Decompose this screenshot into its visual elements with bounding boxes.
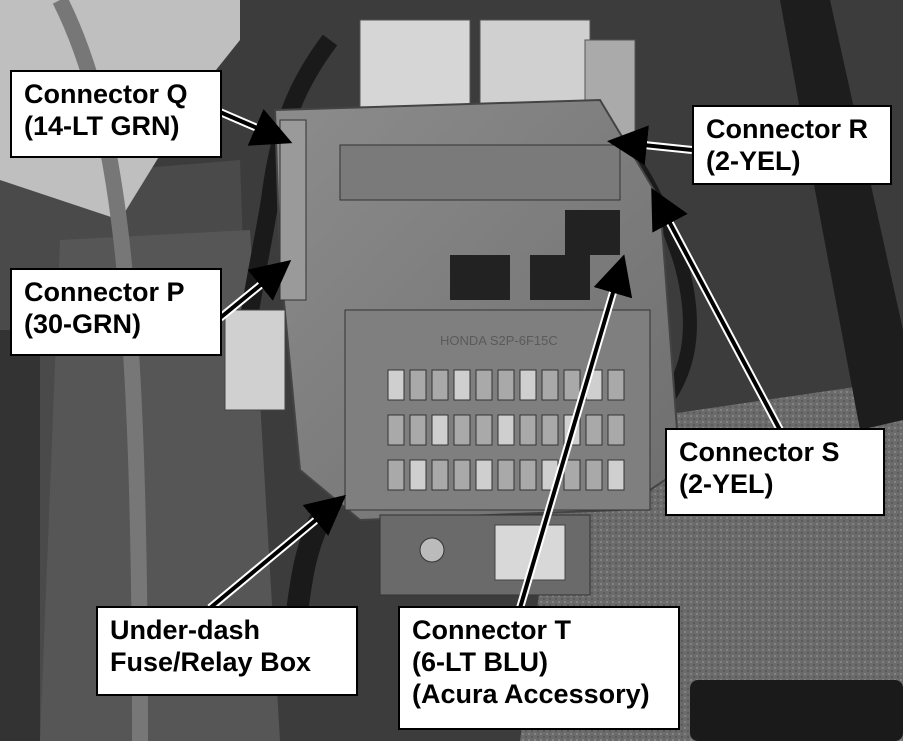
fuse (519, 369, 537, 401)
fuse (497, 459, 515, 491)
callout-connector-q: Connector Q (14-LT GRN) (10, 70, 222, 158)
fuse (409, 459, 427, 491)
callout-connector-s: Connector S (2-YEL) (665, 428, 885, 516)
fuse (431, 369, 449, 401)
fuse (497, 369, 515, 401)
fuse (387, 369, 405, 401)
callout-arrows (207, 108, 784, 612)
fuse (387, 414, 405, 446)
relay-row (339, 144, 621, 201)
floor-bolt (0, 330, 40, 741)
fuse (541, 369, 559, 401)
fuse (453, 459, 471, 491)
callout-connector-t-title: Connector T (412, 615, 571, 645)
callout-connector-t-note: (Acura Accessory) (412, 679, 650, 709)
fuse (497, 414, 515, 446)
box-molding-text: HONDA S2P-6F15C (440, 333, 558, 348)
fuse (585, 459, 603, 491)
fuse (563, 459, 581, 491)
callout-fuse-box-line1: Under-dash (110, 615, 261, 645)
callout-connector-s-spec: (2-YEL) (679, 469, 774, 499)
callout-connector-t-spec: (6-LT BLU) (412, 647, 548, 677)
fuse (541, 414, 559, 446)
callout-connector-q-spec: (14-LT GRN) (24, 111, 180, 141)
fuse-grid (387, 369, 625, 491)
callout-fuse-box-line2: Fuse/Relay Box (110, 647, 312, 677)
pedal-pad (690, 680, 903, 741)
callout-connector-p: Connector P (30-GRN) (10, 268, 222, 356)
callout-connector-p-spec: (30-GRN) (24, 309, 142, 339)
callout-connector-r: Connector R (2-YEL) (692, 105, 892, 185)
fuse (607, 414, 625, 446)
relay-3 (565, 210, 620, 255)
callout-connector-t: Connector T (6-LT BLU) (Acura Accessory) (398, 606, 680, 730)
callout-connector-r-title: Connector R (706, 114, 868, 144)
callout-connector-r-spec: (2-YEL) (706, 146, 801, 176)
fuse (519, 459, 537, 491)
callout-connector-p-title: Connector P (24, 277, 185, 307)
mount-bolt (419, 537, 445, 563)
relay-2 (530, 255, 590, 300)
fuse (431, 459, 449, 491)
callout-fuse-relay-box: Under-dash Fuse/Relay Box (96, 606, 358, 696)
fuse (409, 414, 427, 446)
callout-connector-q-title: Connector Q (24, 79, 188, 109)
fuse (585, 414, 603, 446)
fuse (563, 369, 581, 401)
fuse (453, 369, 471, 401)
callout-connector-s-title: Connector S (679, 437, 840, 467)
relay-1 (450, 255, 510, 300)
tubing-left (52, 0, 148, 741)
fuse (387, 459, 405, 491)
fuse (475, 369, 493, 401)
fuse (475, 459, 493, 491)
fuse (453, 414, 471, 446)
fuse (431, 414, 449, 446)
fuse (475, 414, 493, 446)
fuse (519, 414, 537, 446)
connector-p-plug-white (224, 309, 286, 411)
fuse (607, 369, 625, 401)
fuse (409, 369, 427, 401)
fuse (607, 459, 625, 491)
connector-q-block (279, 119, 307, 301)
